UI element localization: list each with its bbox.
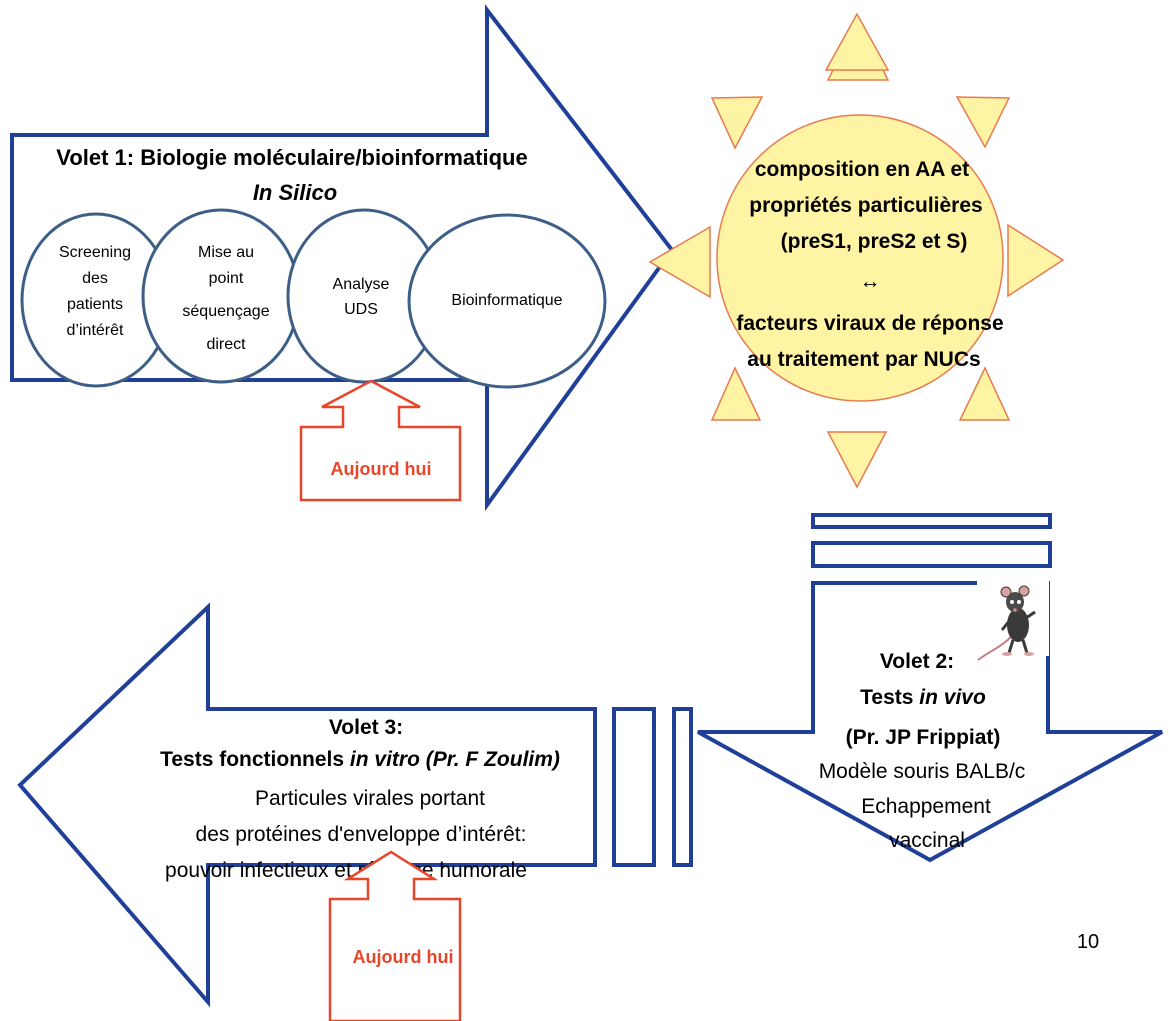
volet3-bar-2: [612, 707, 656, 867]
center-line-5: facteurs viraux de réponse: [736, 312, 1003, 335]
volet2-tests: Tests in vivo: [860, 686, 986, 709]
step-screening-line-2: des: [82, 270, 108, 287]
volet3-tests-italic: in vitro (Pr. F Zoulim): [350, 748, 560, 771]
step-bioinformatique-label: Bioinformatique: [451, 292, 562, 309]
sun-disc: [716, 114, 1004, 402]
volet1-title: Volet 1: Biologie moléculaire/bioinforma…: [56, 145, 527, 170]
volet3-tests: Tests fonctionnels in vitro (Pr. F Zouli…: [160, 748, 560, 771]
volet3-title: Volet 3:: [329, 716, 403, 739]
today-label-volet1: Aujourd hui: [331, 459, 432, 479]
step-uds-line-1: Analyse: [333, 276, 390, 293]
volet2-tests-prefix: Tests: [860, 686, 919, 709]
sun-ray: [826, 431, 888, 489]
mouse-icon: [977, 580, 1049, 661]
volet3-line-3: pouvoir infectieux et réponse humorale: [165, 859, 527, 882]
volet2-line-2: Echappement: [861, 795, 991, 818]
today-label-volet3: Aujourd hui: [353, 947, 454, 967]
volet2-tests-italic: in vivo: [919, 686, 986, 709]
sun-ray: [824, 12, 890, 71]
volet1-subtitle: In Silico: [253, 180, 337, 205]
center-line-2: propriétés particulières: [749, 194, 982, 217]
sun-shape: [648, 12, 1065, 489]
volet3-tests-prefix: Tests fonctionnels: [160, 748, 350, 771]
volet3-line-2: des protéines d'enveloppe d’intérêt:: [196, 823, 527, 846]
center-bidirectional-arrow: ↔: [860, 270, 881, 293]
step-screening-line-1: Screening: [59, 244, 131, 261]
step-sequencing-circle: [141, 208, 301, 384]
page-number: 10: [1077, 931, 1099, 953]
step-sequencing-line-2: point: [209, 270, 244, 287]
volet3-line-1: Particules virales portant: [255, 787, 485, 810]
today-arrow-volet1: [299, 379, 462, 502]
volet2-bar-1: [811, 513, 1052, 529]
sun-ray: [710, 96, 764, 150]
volet3-arrow: [17, 602, 597, 1008]
sun-ray: [955, 96, 1011, 149]
step-screening-line-3: patients: [67, 296, 123, 313]
volet2-lead: (Pr. JP Frippiat): [846, 726, 1001, 749]
volet2-line-3: vaccinal: [889, 829, 965, 852]
today-arrow-volet3: [328, 850, 462, 1021]
center-line-1: composition en AA et: [755, 158, 969, 181]
step-sequencing-line-3: séquençage: [182, 303, 269, 320]
step-sequencing-line-4: direct: [206, 336, 246, 353]
volet2-bar-2: [811, 541, 1052, 568]
sun-ray: [958, 366, 1011, 421]
volet2-title: Volet 2:: [880, 650, 954, 673]
center-line-3: (preS1, preS2 et S): [781, 230, 968, 253]
volet2-line-1: Modèle souris BALB/c: [819, 760, 1026, 783]
step-bioinformatique-circle: [407, 213, 607, 389]
step-uds-line-2: UDS: [344, 301, 378, 318]
sun-ray: [648, 225, 711, 299]
volet3-bar-1: [672, 707, 693, 867]
center-line-6: au traitement par NUCs: [747, 348, 980, 371]
step-screening-line-4: d’intérêt: [67, 322, 124, 339]
volet2-arrow: [697, 581, 1163, 863]
sun-ray: [1007, 223, 1065, 298]
sun-ray: [710, 366, 762, 421]
step-sequencing-line-1: Mise au: [198, 244, 254, 261]
